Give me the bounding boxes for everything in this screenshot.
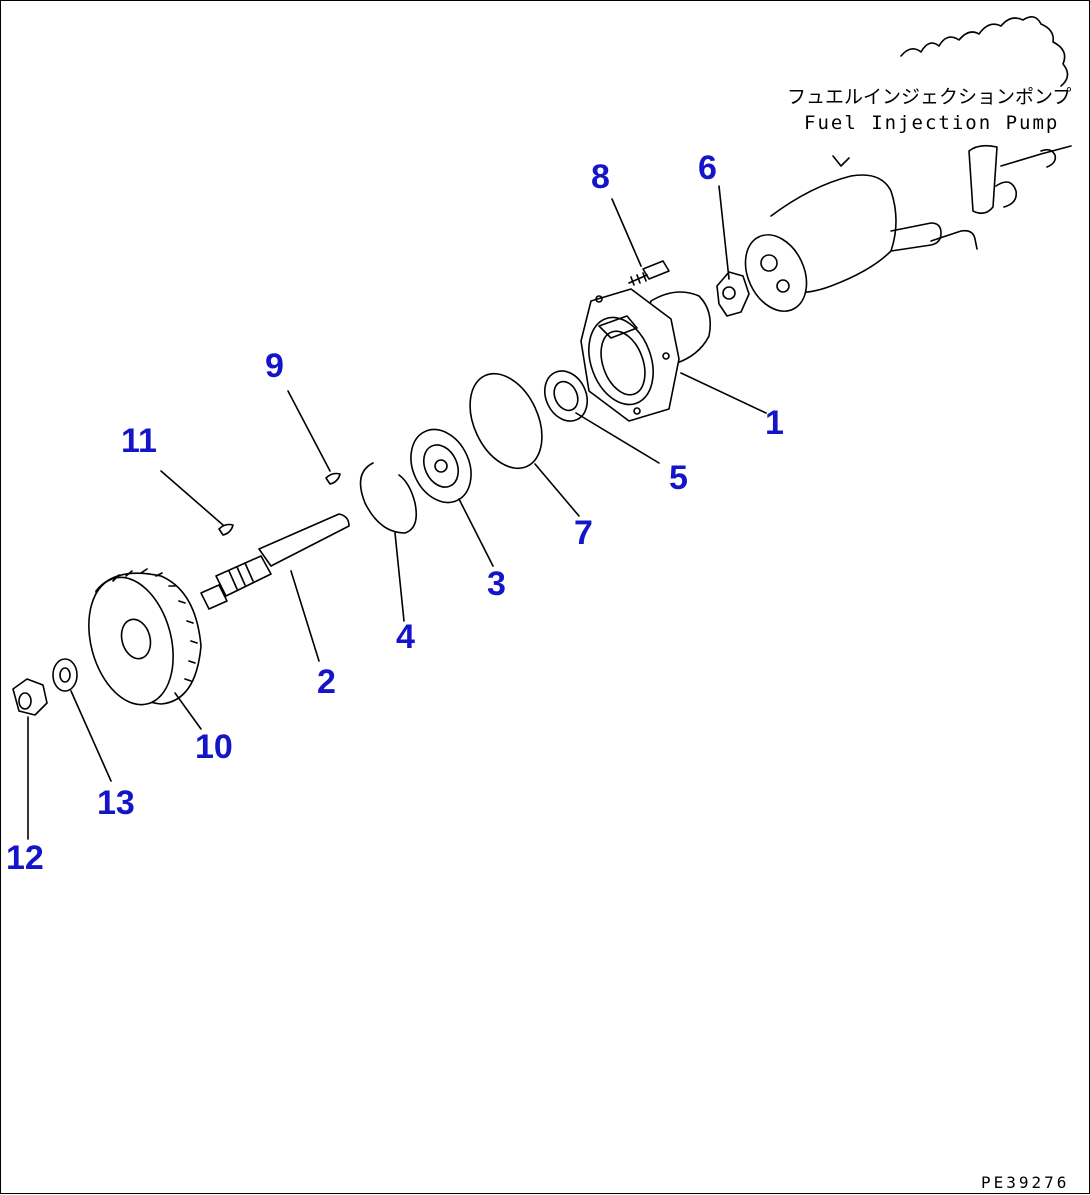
callout-1: 1 bbox=[765, 404, 784, 442]
callout-11: 11 bbox=[121, 422, 157, 460]
part-8-bolt bbox=[628, 260, 670, 286]
leader-lines bbox=[27, 185, 767, 840]
part-3-bearing bbox=[410, 428, 472, 504]
part-13-washer bbox=[52, 658, 78, 692]
callout-2: 2 bbox=[317, 663, 336, 701]
callout-9: 9 bbox=[265, 347, 284, 385]
pump-label-japanese: フュエルインジェクションポンプ bbox=[787, 86, 1071, 108]
part-12-nut bbox=[12, 678, 48, 716]
part-9-key bbox=[325, 472, 341, 485]
part-4-snap-ring bbox=[359, 462, 418, 534]
part-5-bearing bbox=[544, 370, 588, 422]
part-10-gear bbox=[88, 568, 202, 706]
callout-4: 4 bbox=[396, 618, 415, 656]
part-1-housing bbox=[580, 288, 712, 422]
callout-13: 13 bbox=[97, 784, 135, 822]
part-7-o-ring bbox=[469, 372, 543, 470]
fuel-injection-pump bbox=[744, 16, 1072, 312]
part-11-key bbox=[218, 523, 234, 536]
pump-label-english: Fuel Injection Pump bbox=[804, 112, 1059, 134]
part-6-nut bbox=[716, 271, 750, 317]
callouts: 1 2 3 4 5 6 7 8 9 10 11 12 13 bbox=[6, 149, 784, 877]
callout-8: 8 bbox=[591, 158, 610, 196]
drawing-code: PE39276 bbox=[981, 1173, 1069, 1192]
callout-6: 6 bbox=[698, 149, 717, 187]
callout-10: 10 bbox=[195, 728, 233, 766]
callout-5: 5 bbox=[669, 459, 688, 497]
part-2-shaft bbox=[200, 513, 350, 610]
callout-12: 12 bbox=[6, 839, 44, 877]
callout-3: 3 bbox=[487, 565, 506, 603]
callout-7: 7 bbox=[574, 514, 593, 552]
